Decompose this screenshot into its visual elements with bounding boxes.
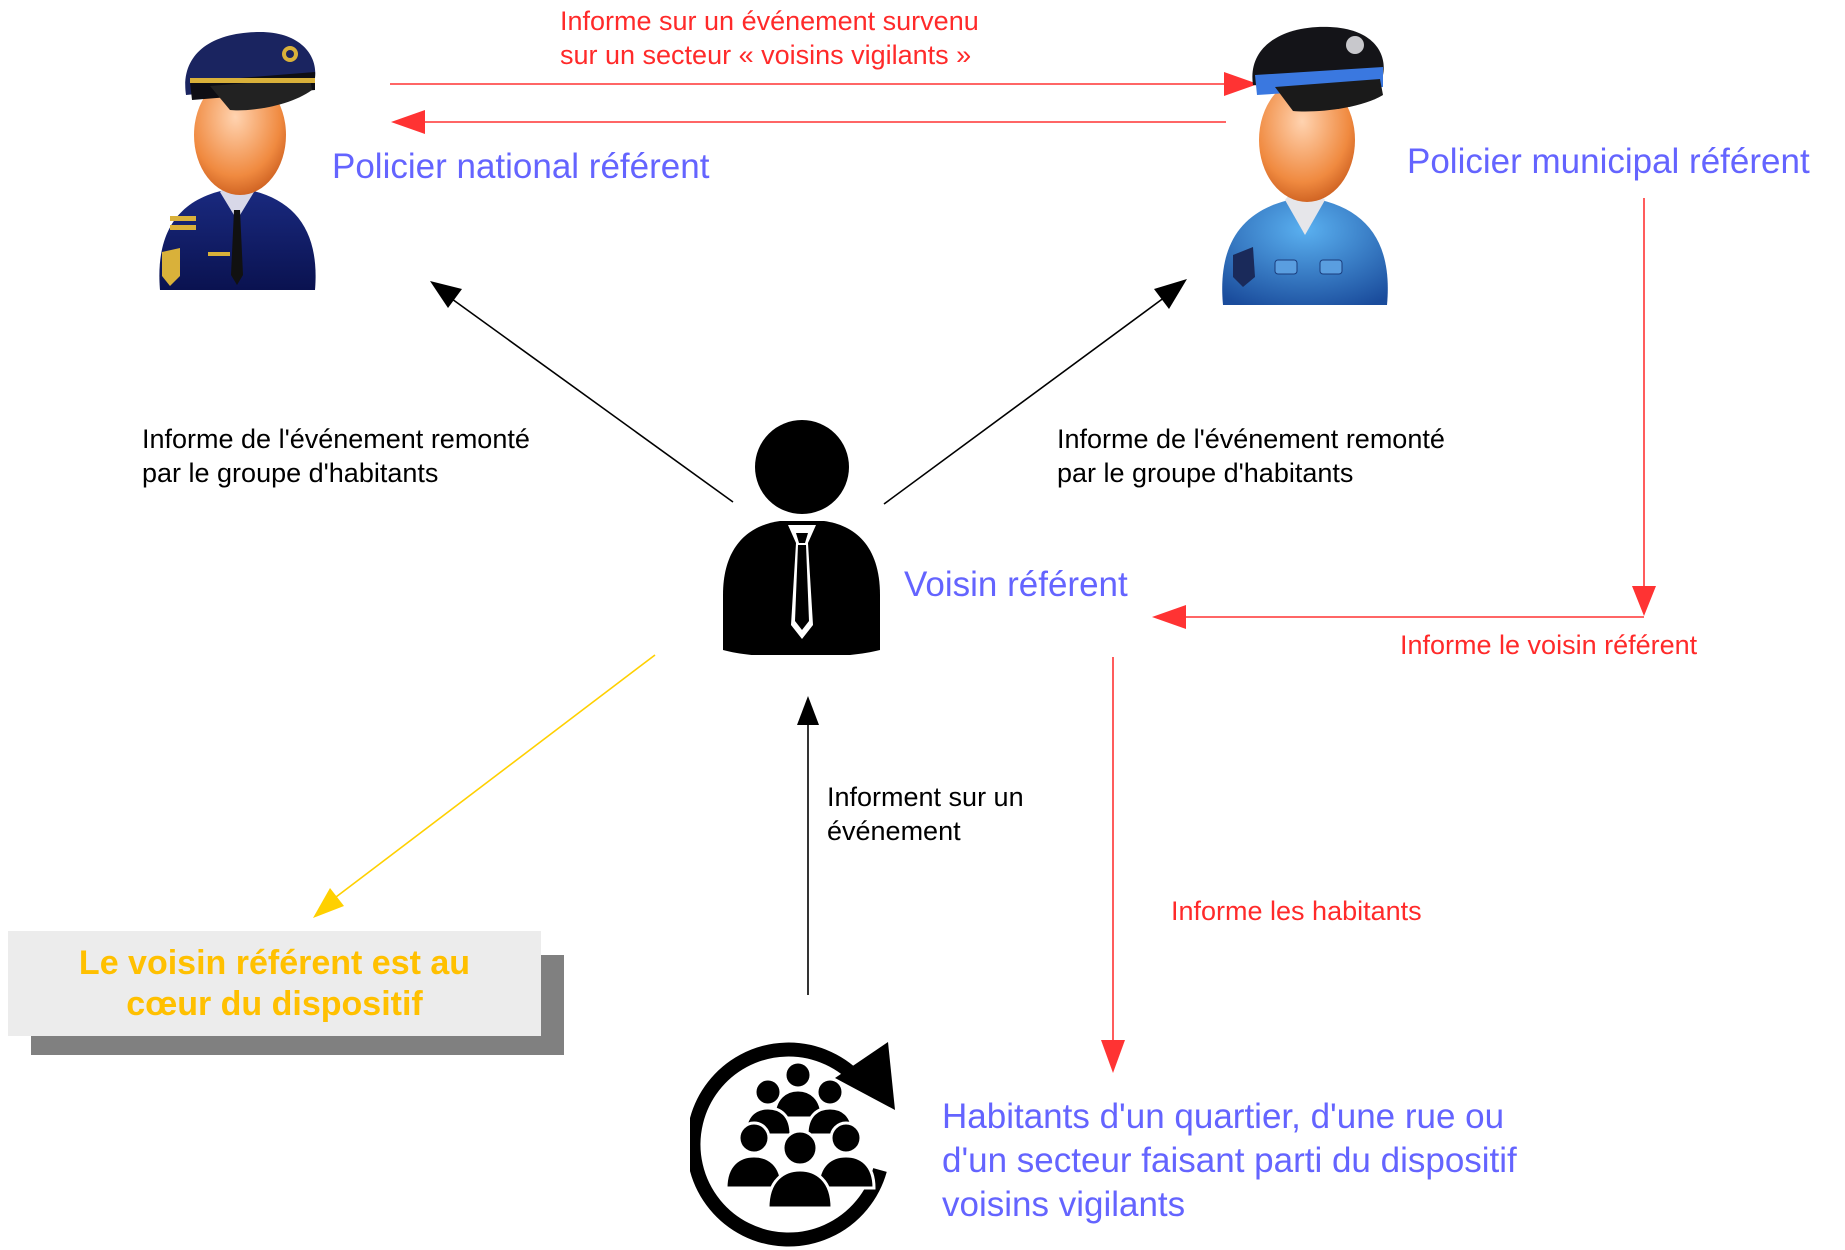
policier-municipal-icon — [1222, 26, 1388, 305]
edge-label-voisin-municipal: Informe de l'événement remonté par le gr… — [1057, 424, 1445, 488]
arrow-national-to-municipal — [390, 72, 1258, 96]
arrow-voisin-to-callout — [313, 654, 656, 918]
edge-label-national-municipal: Informe sur un événement survenu sur un … — [560, 6, 979, 70]
callout-text: Le voisin référent est au cœur du dispos… — [78, 943, 471, 1023]
voisin-referent-icon — [723, 420, 880, 655]
node-label-policier-national: Policier national référent — [332, 147, 710, 186]
edge-label-voisin-habitants: Informe les habitants — [1171, 896, 1422, 926]
node-label-policier-municipal: Policier municipal référent — [1407, 142, 1810, 181]
arrow-municipal-to-national — [391, 110, 1226, 134]
habitants-group-icon — [690, 1042, 895, 1247]
arrow-habitants-to-voisin — [797, 696, 819, 995]
policier-national-icon — [159, 32, 316, 290]
arrow-municipal-to-voisin — [1152, 198, 1656, 629]
arrow-voisin-to-national — [430, 281, 734, 503]
arrow-voisin-to-municipal — [883, 279, 1187, 505]
callout-box: Le voisin référent est au cœur du dispos… — [8, 931, 541, 1036]
node-label-voisin-referent: Voisin référent — [904, 565, 1128, 604]
node-label-habitants: Habitants d'un quartier, d'une rue ou d'… — [942, 1097, 1517, 1224]
edge-label-municipal-voisin: Informe le voisin référent — [1400, 630, 1698, 660]
arrow-voisin-to-habitants — [1101, 657, 1125, 1073]
edge-label-habitants-voisin: Informent sur un événement — [827, 782, 1024, 846]
edge-label-voisin-national: Informe de l'événement remonté par le gr… — [142, 424, 530, 488]
